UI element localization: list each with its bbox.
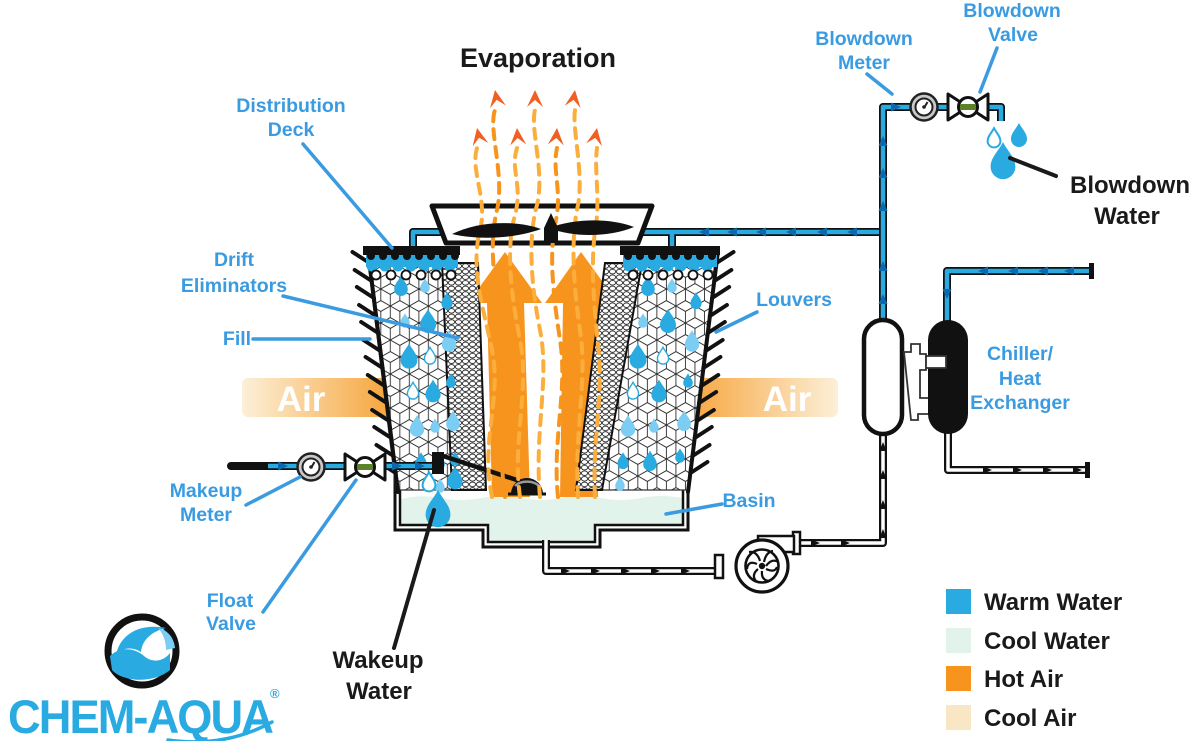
- blowdown-water-label-1: Blowdown: [1070, 172, 1190, 199]
- makeup-meter-label-1: Makeup: [170, 480, 243, 502]
- distribution-deck-label-1: Distribution: [236, 95, 345, 117]
- legend-swatch-cool-air: [946, 705, 971, 730]
- legend-swatch-warm-water: [946, 589, 971, 614]
- fan-icon: [452, 213, 634, 243]
- labels: Evaporation Distribution Deck Drift Elim…: [170, 0, 1190, 705]
- air-left-label: Air: [277, 380, 326, 419]
- louvers-right: [686, 249, 736, 494]
- pipe-end-cap: [1085, 462, 1090, 478]
- legend-label-cool-air: Cool Air: [984, 705, 1076, 732]
- distribution-deck-right: [620, 246, 720, 281]
- evaporation-plumes: [473, 108, 602, 499]
- compressor: [903, 343, 930, 421]
- wakeup-water-label-2: Water: [346, 678, 412, 705]
- cool-water-pipes: [542, 430, 1090, 575]
- chiller-label-2: Heat: [999, 368, 1042, 390]
- blowdown-valve-label-1: Blowdown: [963, 0, 1060, 22]
- evaporation-label: Evaporation: [460, 43, 616, 73]
- basin-label: Basin: [722, 490, 775, 512]
- distribution-deck-left: [363, 246, 460, 281]
- blowdown-water-drops: [986, 123, 1027, 180]
- chiller-label-3: Exchanger: [970, 392, 1070, 414]
- louvers-label: Louvers: [756, 289, 832, 311]
- air-right-label: Air: [763, 380, 812, 419]
- chem-aqua-logo: CHEM-AQUA ®: [8, 613, 280, 741]
- cooling-tower: [350, 249, 736, 494]
- legend-label-cool-water: Cool Water: [984, 628, 1110, 655]
- distribution-deck-label-2: Deck: [268, 119, 315, 141]
- float-valve-label-2: Valve: [206, 613, 256, 635]
- air-band-left: Air: [242, 378, 390, 419]
- louvers-left: [350, 249, 400, 494]
- pipe-end-cap: [1089, 263, 1094, 279]
- vessel-black: [928, 320, 968, 434]
- blowdown-water-label-2: Water: [1094, 203, 1160, 230]
- blowdown-meter-label-1: Blowdown: [815, 28, 912, 50]
- brand-wordmark: CHEM-AQUA: [8, 690, 273, 741]
- legend-label-warm-water: Warm Water: [984, 589, 1122, 616]
- blowdown-meter-label-2: Meter: [838, 52, 890, 74]
- blowdown-valve-icon: [946, 92, 990, 122]
- legend-label-hot-air: Hot Air: [984, 666, 1063, 693]
- basin: [393, 460, 690, 549]
- registered-mark: ®: [270, 686, 280, 701]
- float-valve-label-1: Float: [207, 590, 254, 612]
- drift-eliminators-label-1: Drift: [214, 249, 255, 271]
- vessel-shell: [861, 317, 905, 437]
- pump-icon: [713, 530, 802, 594]
- chiller-heat-exchanger: [861, 317, 968, 437]
- wakeup-water-label-1: Wakeup: [332, 647, 423, 674]
- makeup-meter-label-2: Meter: [180, 504, 232, 526]
- legend-swatch-hot-air: [946, 666, 971, 691]
- air-band-right: Air: [688, 378, 838, 419]
- chiller-label-1: Chiller/: [987, 343, 1054, 365]
- legend: Warm Water Cool Water Hot Air Cool Air: [946, 589, 1122, 732]
- blowdown-valve-label-2: Valve: [988, 24, 1038, 46]
- legend-swatch-cool-water: [946, 628, 971, 653]
- float-valve-icon: [343, 452, 387, 482]
- basin-water: [401, 496, 682, 541]
- drift-eliminators-label-2: Eliminators: [181, 275, 287, 297]
- drift-eliminator-left: [440, 262, 488, 491]
- fill-label: Fill: [223, 328, 251, 350]
- blowdown-meter-icon: [909, 92, 939, 122]
